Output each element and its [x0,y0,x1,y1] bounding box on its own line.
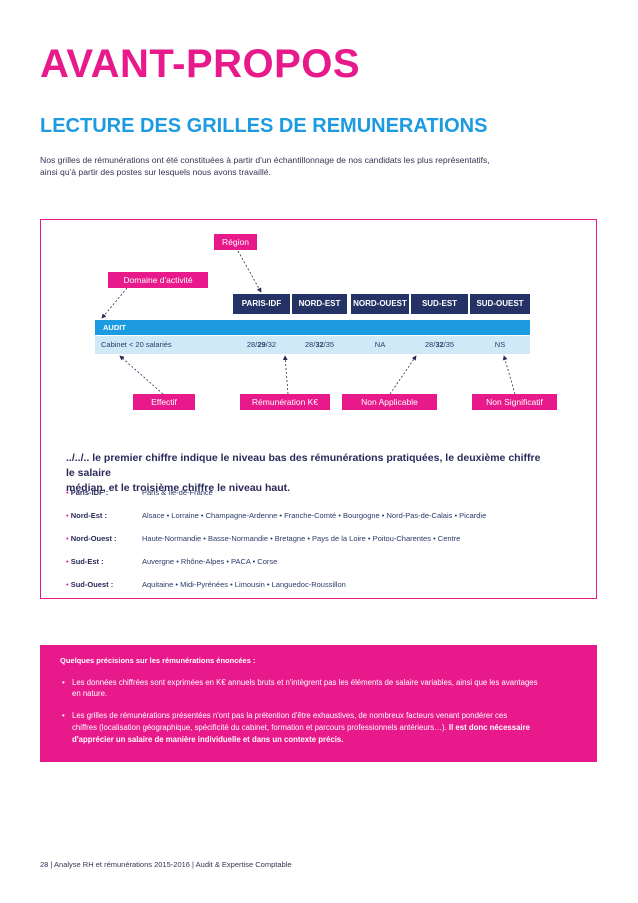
audit-section-bar: AUDIT [95,320,530,335]
header-nord-ouest: NORD-OUEST [351,294,409,314]
notes-box: Quelques précisions sur les rémunération… [40,645,597,762]
notes-bullet-2: • [62,711,65,720]
header-sud-ouest: SUD-OUEST [470,294,530,314]
header-sud-est: SUD-EST [411,294,468,314]
page-footer: 28 | Analyse RH et rémunérations 2015-20… [40,860,292,869]
intro-text-line-2: ainsi qu'à partir des postes sur lesquel… [40,167,271,177]
arrow-domaine [101,287,128,319]
section-title: LECTURE DES GRILLES DE REMUNERATIONS [40,115,488,137]
arrow-remuneration [282,355,289,395]
row-label: Cabinet < 20 salariés [101,340,172,349]
header-paris-idf: PARIS-IDF [233,294,290,314]
notes-title: Quelques précisions sur les rémunération… [60,656,256,665]
region-row-sud-ouest: • Sud-Ouest :Aquitaine • Midi-Pyrénées •… [66,580,346,589]
label-non-applicable: Non Applicable [342,394,437,410]
region-row-sud-est: • Sud-Est :Auvergne • Rhône-Alpes • PACA… [66,557,278,566]
header-nord-est: NORD-EST [292,294,347,314]
notes-bullet-1-line-2: en nature. [72,689,108,698]
cell-sud-est: 28/32/35 [424,340,455,349]
cell-sud-ouest: NS [494,340,506,349]
notes-bullet-2-line-3: d'apprécier un salaire de manière indivi… [72,735,344,744]
cell-nord-est: 28/32/35 [304,340,335,349]
region-row-nord-est: • Nord-Est :Alsace • Lorraine • Champagn… [66,511,487,520]
reading-guide-frame [40,219,597,599]
arrow-effectif [119,355,164,395]
cell-paris-idf: 28/29/32 [246,340,277,349]
data-row: Cabinet < 20 salariés 28/29/32 28/32/35 … [95,336,530,354]
intro-text-line-1: Nos grilles de rémunérations ont été con… [40,155,490,165]
arrow-non-significatif [502,355,516,395]
arrow-region [237,250,262,293]
label-remuneration: Rémunération K€ [240,394,330,410]
cell-nord-ouest: NA [374,340,386,349]
legend-heading: ../../.. le premier chiffre indique le n… [66,452,541,494]
label-domaine-activite: Domaine d'activité [108,272,208,288]
region-row-paris-idf: • Paris-IDF :Paris & Ile-de-France [66,488,213,497]
notes-bullet-1-line-1: Les données chiffrées sont exprimées en … [72,678,538,687]
label-effectif: Effectif [133,394,195,410]
label-region: Région [214,234,257,250]
notes-bullet-1: • [62,678,65,687]
notes-bullet-2-line-1: Les grilles de rémunérations présentées … [72,711,508,720]
page-title: AVANT-PROPOS [40,42,361,86]
notes-bullet-2-line-2: chiffres (localisation géographique, spé… [72,723,530,732]
label-non-significatif: Non Significatif [472,394,557,410]
arrow-non-applicable [389,355,417,395]
region-row-nord-ouest: • Nord-Ouest :Haute-Normandie • Basse-No… [66,534,461,543]
